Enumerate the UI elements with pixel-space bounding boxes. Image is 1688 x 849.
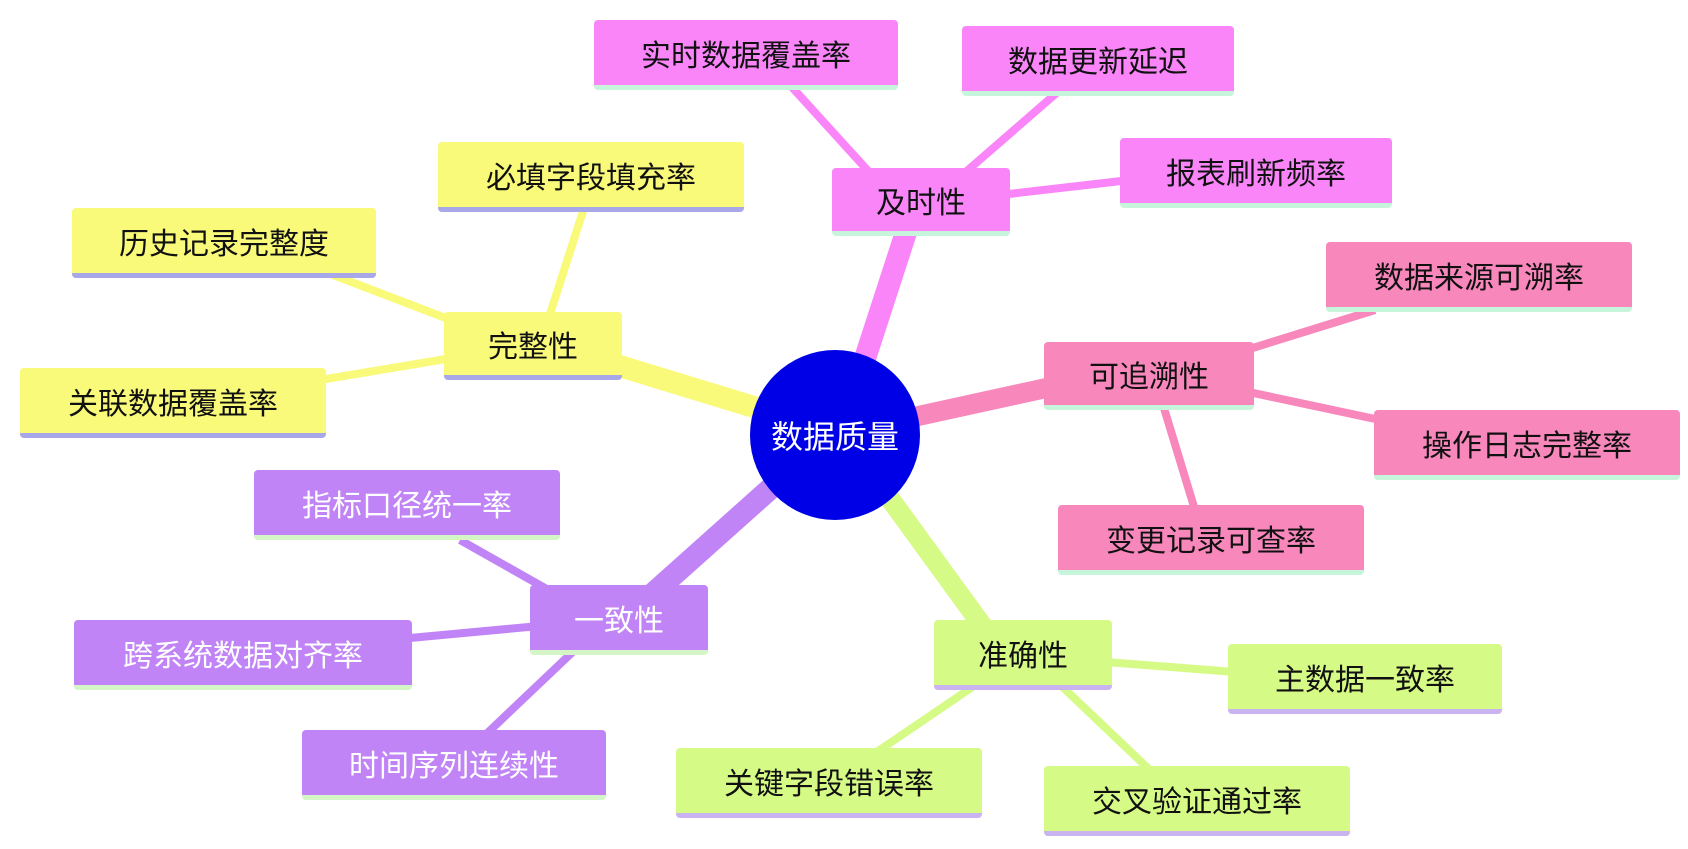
branch-label: 一致性 <box>574 603 664 639</box>
leaf-label: 变更记录可查率 <box>1106 523 1316 559</box>
leaf-required-field-fill: 必填字段填充率 <box>438 142 744 212</box>
leaf-label: 时间序列连续性 <box>349 748 559 784</box>
leaf-realtime-coverage: 实时数据覆盖率 <box>594 20 898 90</box>
leaf-label: 主数据一致率 <box>1275 662 1455 698</box>
leaf-key-field-error: 关键字段错误率 <box>676 748 982 818</box>
leaf-update-delay: 数据更新延迟 <box>962 26 1234 96</box>
leaf-history-completeness: 历史记录完整度 <box>72 208 376 278</box>
leaf-time-series-continuity: 时间序列连续性 <box>302 730 606 800</box>
leaf-label: 必填字段填充率 <box>486 160 696 196</box>
branch-label: 可追溯性 <box>1089 359 1209 395</box>
link-center-consistency <box>629 469 791 616</box>
branch-traceability: 可追溯性 <box>1044 342 1254 410</box>
leaf-label: 数据更新延迟 <box>1008 44 1188 80</box>
branch-consistency: 一致性 <box>530 585 708 655</box>
leaf-source-traceable: 数据来源可溯率 <box>1326 242 1632 312</box>
center-node: 数据质量 <box>750 350 920 520</box>
leaf-cross-validation-pass: 交叉验证通过率 <box>1044 766 1350 836</box>
link-accuracy-3 <box>1047 672 1158 778</box>
link-traceability-1 <box>1228 306 1377 359</box>
link-consistency-3 <box>477 642 583 743</box>
center-label: 数据质量 <box>770 418 899 456</box>
leaf-label: 实时数据覆盖率 <box>641 38 851 74</box>
link-consistency-2 <box>409 621 551 642</box>
link-center-traceability <box>890 375 1070 430</box>
leaf-metric-unification: 指标口径统一率 <box>254 470 560 540</box>
link-center-completeness <box>589 349 791 426</box>
branch-label: 及时性 <box>876 185 966 221</box>
leaf-related-coverage: 关联数据覆盖率 <box>20 368 326 438</box>
leaf-label: 关联数据覆盖率 <box>68 386 278 422</box>
leaf-label: 指标口径统一率 <box>302 488 512 524</box>
leaf-log-completeness: 操作日志完整率 <box>1374 410 1680 480</box>
link-timeliness-3 <box>999 176 1131 199</box>
branch-completeness: 完整性 <box>444 312 622 380</box>
leaf-label: 关键字段错误率 <box>724 766 934 802</box>
leaf-master-data-consistency: 主数据一致率 <box>1228 644 1502 714</box>
link-traceability-2 <box>1229 384 1381 424</box>
leaf-cross-system-alignment: 跨系统数据对齐率 <box>74 620 412 690</box>
leaf-refresh-frequency: 报表刷新频率 <box>1120 138 1392 208</box>
link-traceability-3 <box>1156 393 1199 512</box>
branch-label: 完整性 <box>488 329 578 365</box>
leaf-label: 跨系统数据对齐率 <box>123 638 363 674</box>
leaf-change-queryable: 变更记录可查率 <box>1058 505 1364 575</box>
leaf-label: 历史记录完整度 <box>119 226 329 262</box>
branch-timeliness: 及时性 <box>832 168 1010 236</box>
link-center-timeliness <box>847 209 921 391</box>
leaf-label: 交叉验证通过率 <box>1092 784 1302 820</box>
leaf-label: 数据来源可溯率 <box>1374 260 1584 296</box>
leaf-label: 操作日志完整率 <box>1422 428 1632 464</box>
leaf-label: 报表刷新频率 <box>1166 156 1346 192</box>
branch-accuracy: 准确性 <box>934 620 1112 690</box>
branch-label: 准确性 <box>978 638 1068 674</box>
